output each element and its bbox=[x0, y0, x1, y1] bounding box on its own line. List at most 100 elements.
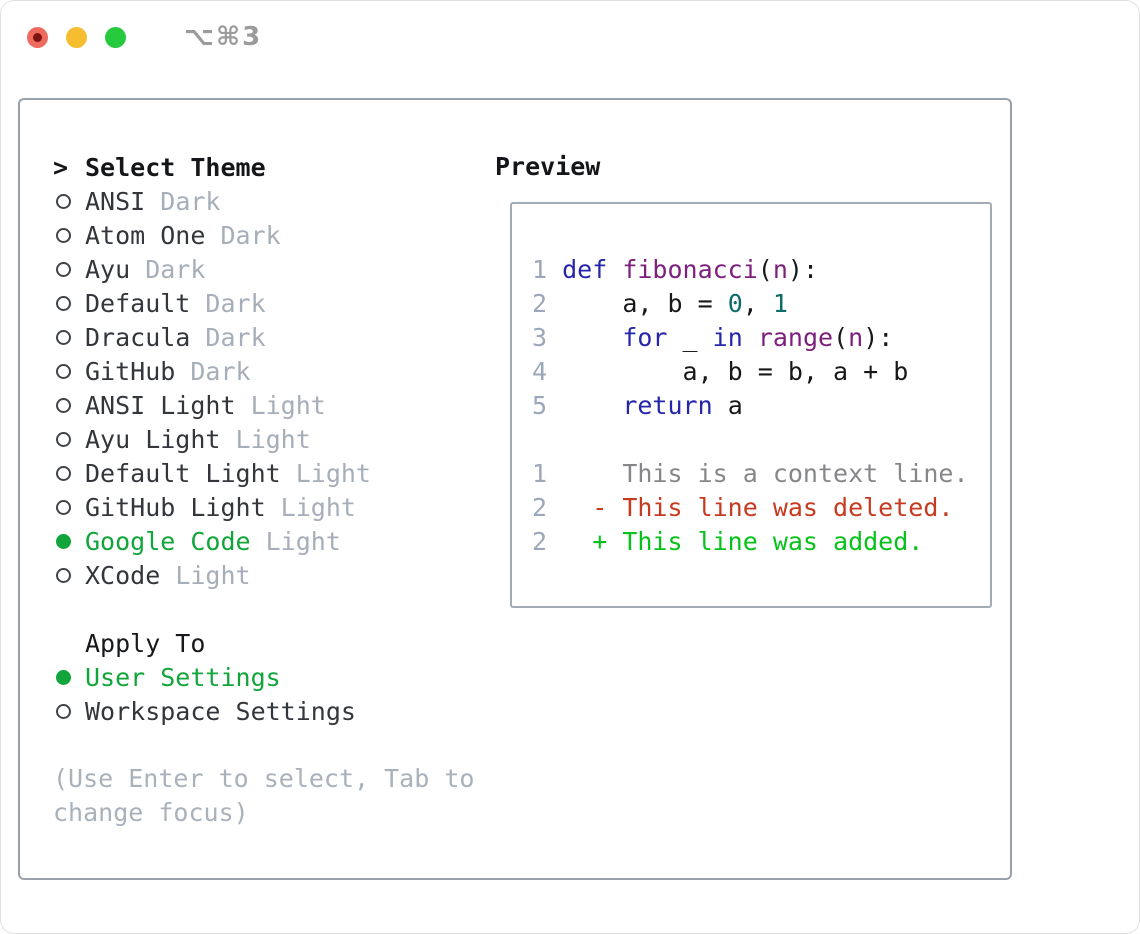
theme-variant: Dark bbox=[175, 356, 251, 386]
radio-icon bbox=[56, 261, 71, 277]
theme-name: Default Light bbox=[85, 458, 281, 488]
preview-code-line bbox=[532, 423, 990, 457]
theme-variant: Dark bbox=[145, 186, 221, 216]
theme-option-label: Default Dark bbox=[85, 289, 266, 318]
radio-marker bbox=[53, 567, 85, 583]
theme-option-github-light[interactable]: GitHub Light Light bbox=[53, 490, 513, 524]
radio-marker bbox=[53, 329, 85, 345]
theme-variant: Light bbox=[250, 526, 341, 556]
theme-option-default-light[interactable]: Default Light Light bbox=[53, 456, 513, 490]
theme-variant: Dark bbox=[190, 322, 266, 352]
theme-option-github[interactable]: GitHub Dark bbox=[53, 354, 513, 388]
radio-icon bbox=[56, 465, 71, 481]
radio-marker bbox=[53, 669, 85, 685]
radio-selected-icon bbox=[56, 533, 71, 549]
theme-option-ansi-light[interactable]: ANSI Light Light bbox=[53, 388, 513, 422]
radio-icon bbox=[56, 431, 71, 447]
selection-caret: > bbox=[53, 152, 69, 182]
theme-option-atom-one[interactable]: Atom One Dark bbox=[53, 218, 513, 252]
radio-marker bbox=[53, 363, 85, 379]
radio-marker bbox=[53, 295, 85, 311]
radio-marker bbox=[53, 227, 85, 243]
theme-name: GitHub bbox=[85, 356, 176, 386]
close-button[interactable] bbox=[27, 26, 48, 48]
theme-name: GitHub Light bbox=[85, 492, 266, 522]
radio-icon bbox=[56, 193, 71, 209]
theme-variant: Dark bbox=[205, 220, 281, 250]
theme-variant: Dark bbox=[130, 254, 206, 284]
theme-option-label: GitHub Light Light bbox=[85, 493, 356, 522]
theme-variant: Dark bbox=[190, 288, 266, 318]
radio-marker bbox=[53, 703, 85, 719]
preview-box: 1 def fibonacci(n): 2 a, b = 0, 1 3 for _ … bbox=[510, 202, 992, 608]
radio-icon bbox=[56, 329, 71, 345]
apply-option-user-settings[interactable]: User Settings bbox=[53, 660, 513, 694]
preview-code: 1 def fibonacci(n): 2 a, b = 0, 1 3 for _ … bbox=[532, 253, 990, 559]
maximize-button[interactable] bbox=[105, 26, 126, 48]
apply-option-label: Workspace Settings bbox=[85, 697, 356, 726]
radio-marker bbox=[53, 533, 85, 549]
preview-code-line: 1 This is a context line. bbox=[532, 459, 969, 488]
theme-option-ayu[interactable]: Ayu Dark bbox=[53, 252, 513, 286]
select-theme-header-row: > Select Theme bbox=[53, 150, 513, 184]
apply-to-heading: Apply To bbox=[85, 628, 206, 658]
theme-option-ayu-light[interactable]: Ayu Light Light bbox=[53, 422, 513, 456]
theme-name: Atom One bbox=[85, 220, 206, 250]
preview-heading: Preview bbox=[495, 152, 601, 181]
radio-icon bbox=[56, 227, 71, 243]
theme-variant: Light bbox=[220, 424, 311, 454]
theme-option-default[interactable]: Default Dark bbox=[53, 286, 513, 320]
theme-option-label: ANSI Light Light bbox=[85, 391, 326, 420]
theme-name: Google Code bbox=[85, 526, 251, 556]
usage-hint: (Use Enter to select, Tab to change focu… bbox=[53, 764, 475, 827]
radio-marker bbox=[53, 261, 85, 277]
theme-option-label: Ayu Light Light bbox=[85, 425, 311, 454]
theme-variant: Light bbox=[160, 560, 251, 590]
theme-option-label: Default Light Light bbox=[85, 459, 371, 488]
theme-option-xcode[interactable]: XCode Light bbox=[53, 558, 513, 592]
select-theme-heading: Select Theme bbox=[85, 152, 266, 182]
radio-icon bbox=[56, 499, 71, 515]
theme-name: Ayu bbox=[85, 254, 131, 284]
theme-option-label: Dracula Dark bbox=[85, 323, 266, 352]
minimize-button[interactable] bbox=[66, 26, 87, 48]
theme-option-label: ANSI Dark bbox=[85, 187, 220, 216]
radio-marker bbox=[53, 465, 85, 481]
radio-marker bbox=[53, 499, 85, 515]
radio-marker bbox=[53, 431, 85, 447]
theme-name: ANSI Light bbox=[85, 390, 236, 420]
apply-option-text: Workspace Settings bbox=[85, 696, 356, 726]
apply-option-label: User Settings bbox=[85, 663, 281, 692]
preview-code-line: 1 def fibonacci(n): bbox=[532, 255, 819, 284]
apply-option-workspace-settings[interactable]: Workspace Settings bbox=[53, 694, 513, 728]
close-dot-icon bbox=[33, 32, 42, 42]
theme-option-label: Google Code Light bbox=[85, 527, 341, 556]
theme-variant: Light bbox=[265, 492, 356, 522]
theme-name: Dracula bbox=[85, 322, 191, 352]
spacer bbox=[53, 728, 513, 762]
preview-code-line: 5 return a bbox=[532, 391, 743, 420]
theme-name: Ayu Light bbox=[85, 424, 221, 454]
preview-code-line: 2 a, b = 0, 1 bbox=[532, 289, 788, 318]
spacer bbox=[53, 592, 513, 626]
radio-icon bbox=[56, 295, 71, 311]
theme-option-label: Ayu Dark bbox=[85, 255, 205, 284]
radio-icon bbox=[56, 703, 71, 719]
theme-option-label: GitHub Dark bbox=[85, 357, 251, 386]
preview-code-line: 2 - This line was deleted. bbox=[532, 493, 954, 522]
theme-option-dracula[interactable]: Dracula Dark bbox=[53, 320, 513, 354]
preview-code-line: 3 for _ in range(n): bbox=[532, 323, 894, 352]
preview-code-line: 4 a, b = b, a + b bbox=[532, 357, 909, 386]
theme-name: XCode bbox=[85, 560, 161, 590]
radio-icon bbox=[56, 567, 71, 583]
theme-variant: Light bbox=[235, 390, 326, 420]
theme-option-ansi[interactable]: ANSI Dark bbox=[53, 184, 513, 218]
theme-option-google-code[interactable]: Google Code Light bbox=[53, 524, 513, 558]
preview-code-line: 2 + This line was added. bbox=[532, 527, 924, 556]
window-title: ⌥⌘3 bbox=[184, 22, 263, 52]
apply-to-header-row: Apply To bbox=[53, 626, 513, 660]
